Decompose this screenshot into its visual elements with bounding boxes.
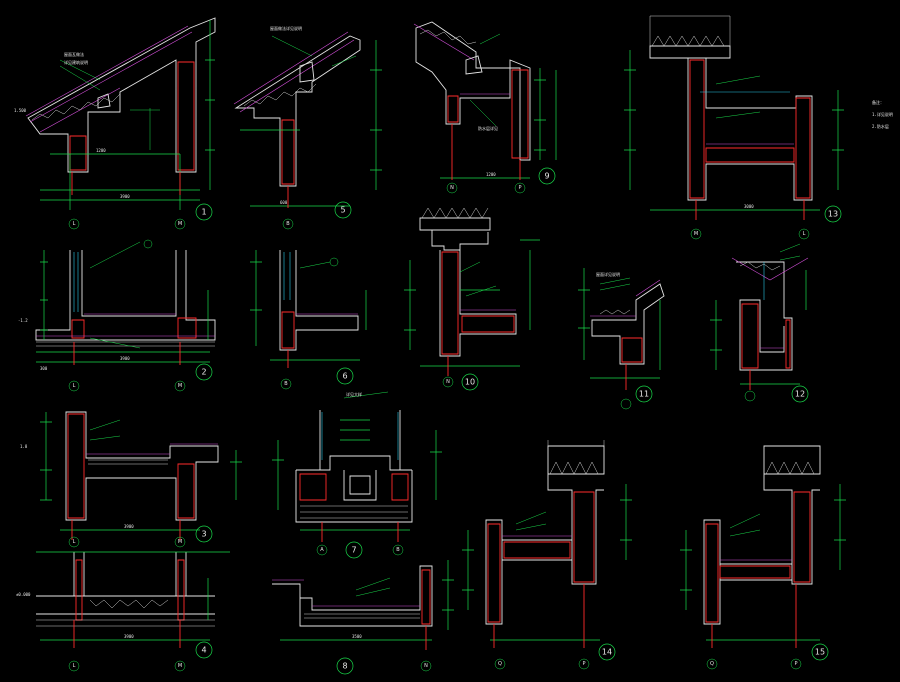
detail-15: Q P 15 <box>680 445 846 670</box>
axis-label: B <box>284 381 288 387</box>
detail-8: 3500 N 8 <box>272 560 454 675</box>
detail-7: 详见大样 A B 7 <box>272 391 442 559</box>
axis-label: N <box>450 185 454 191</box>
svg-text:1200: 1200 <box>96 148 106 153</box>
svg-text:3500: 3500 <box>352 634 362 639</box>
svg-text:1.8: 1.8 <box>20 444 28 449</box>
axis-label: M <box>694 231 698 237</box>
svg-text:1.详见说明: 1.详见说明 <box>872 111 893 117</box>
axis-label: N <box>424 663 428 669</box>
svg-text:3900: 3900 <box>120 194 130 199</box>
detail-number: 5 <box>340 206 345 215</box>
axis-label: L <box>803 231 806 237</box>
detail-number: 7 <box>351 546 356 555</box>
detail-number: 4 <box>201 646 206 655</box>
svg-text:1200: 1200 <box>486 172 496 177</box>
axis-label: Q <box>498 661 502 667</box>
detail-number: 9 <box>544 172 549 181</box>
svg-text:屋面做法详见说明: 屋面做法详见说明 <box>270 25 302 31</box>
svg-text:300: 300 <box>40 366 48 371</box>
svg-text:屋面详见说明: 屋面详见说明 <box>596 271 620 277</box>
svg-text:屋面瓦做法: 屋面瓦做法 <box>64 51 84 57</box>
detail-2: 3900 300 -1.2 L M 2 <box>18 239 216 392</box>
detail-10: N 10 <box>404 207 540 391</box>
detail-13: 3000 备注： 1.详见说明 2.防水层 M L 13 <box>624 15 893 240</box>
detail-number: 6 <box>342 372 347 381</box>
detail-5: 屋面做法详见说明 600 B 5 <box>233 25 382 230</box>
axis-label: N <box>446 379 450 385</box>
detail-number: 13 <box>828 210 838 219</box>
svg-text:3900: 3900 <box>120 356 130 361</box>
detail-number: 10 <box>465 378 475 387</box>
detail-number: 2 <box>201 368 206 377</box>
axis-label: L <box>73 221 76 227</box>
detail-number: 3 <box>201 530 206 539</box>
axis-label: P <box>518 185 521 191</box>
detail-number: 15 <box>815 648 825 657</box>
axis-label: M <box>178 221 182 227</box>
svg-text:3900: 3900 <box>124 524 134 529</box>
detail-4: 3900 ±0.000 L M 4 <box>16 551 230 672</box>
axis-label: P <box>582 661 585 667</box>
axis-label: L <box>73 539 76 545</box>
svg-text:1.500: 1.500 <box>14 108 27 113</box>
detail-number: 14 <box>602 648 612 657</box>
axis-label: M <box>178 383 182 389</box>
axis-label: A <box>320 547 324 553</box>
detail-11: 屋面详见说明 11 <box>578 268 665 410</box>
svg-text:-1.2: -1.2 <box>18 318 28 323</box>
detail-9: 防水层详见 1200 N P 9 <box>413 21 557 194</box>
detail-number: 8 <box>342 662 347 671</box>
axis-label: P <box>794 661 797 667</box>
detail-14: Q P 14 <box>462 440 632 670</box>
axis-label: B <box>396 547 400 553</box>
svg-text:600: 600 <box>280 200 288 205</box>
svg-text:±0.000: ±0.000 <box>16 592 31 597</box>
detail-number: 12 <box>795 390 805 399</box>
axis-label: B <box>286 221 290 227</box>
svg-text:防水层详见: 防水层详见 <box>478 125 498 131</box>
axis-label: M <box>178 539 182 545</box>
axis-label: Q <box>710 661 714 667</box>
detail-3: 3900 1.8 L M 3 <box>20 411 242 548</box>
svg-text:详见建筑说明: 详见建筑说明 <box>64 59 88 65</box>
axis-label: M <box>178 663 182 669</box>
svg-text:2.防水层: 2.防水层 <box>872 123 889 129</box>
svg-text:3000: 3000 <box>744 204 754 209</box>
axis-label: L <box>73 383 76 389</box>
svg-text:3900: 3900 <box>124 634 134 639</box>
detail-12: 12 <box>710 243 809 403</box>
svg-text:详见大样: 详见大样 <box>346 391 362 397</box>
detail-number: 11 <box>639 390 649 399</box>
detail-6: B 6 <box>250 250 367 390</box>
axis-label: L <box>73 663 76 669</box>
detail-1: 3900 1200 1.500 屋面瓦做法 详见建筑说明 L M 1 <box>14 17 216 230</box>
svg-text:备注：: 备注： <box>872 99 884 105</box>
detail-number: 1 <box>201 208 206 217</box>
